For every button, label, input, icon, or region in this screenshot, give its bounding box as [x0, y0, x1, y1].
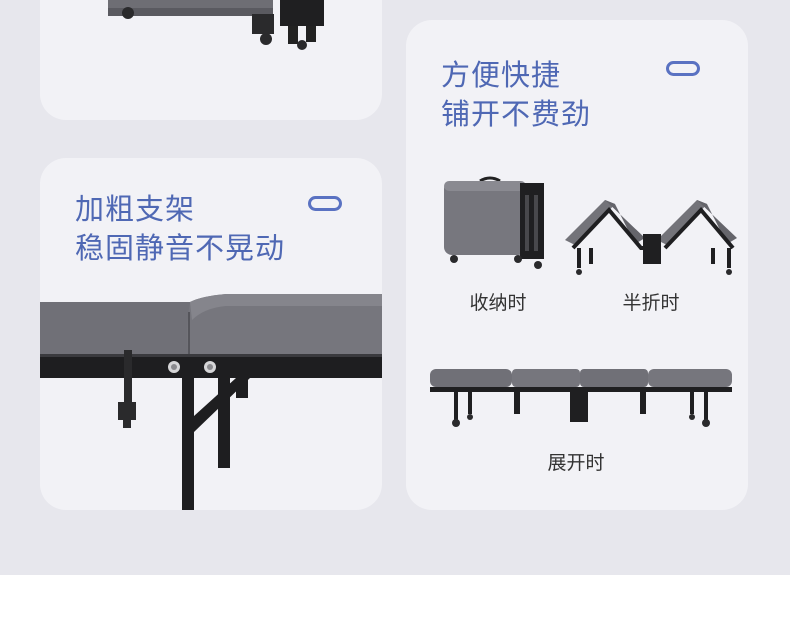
bed-frame-closeup-image	[40, 294, 382, 510]
folded-bed-image	[444, 176, 544, 269]
caption-unfolded: 展开时	[547, 452, 605, 474]
card-top-partial	[40, 0, 382, 120]
card-right-title: 方便快捷 铺开不费劲	[441, 56, 591, 134]
caption-half-folded: 半折时	[622, 292, 680, 314]
title-line-2: 铺开不费劲	[441, 97, 592, 131]
card-sturdy-frame: 加粗支架 稳固静音不晃动	[40, 158, 382, 510]
caption-folded: 收纳时	[469, 292, 527, 314]
title-line-1: 方便快捷	[441, 58, 562, 92]
decorative-pill-icon	[308, 196, 342, 211]
half-folded-bed-image	[565, 200, 737, 275]
card-easy-unfold: 方便快捷 铺开不费劲 收纳时 半折时	[406, 20, 748, 510]
decorative-pill-icon	[666, 61, 700, 76]
unfolded-bed-image	[430, 369, 732, 427]
card-left-title: 加粗支架 稳固静音不晃动	[75, 190, 285, 268]
folded-bed-wheels-image	[108, 0, 324, 50]
title-line-2: 稳固静音不晃动	[75, 231, 286, 265]
title-line-1: 加粗支架	[75, 192, 196, 226]
